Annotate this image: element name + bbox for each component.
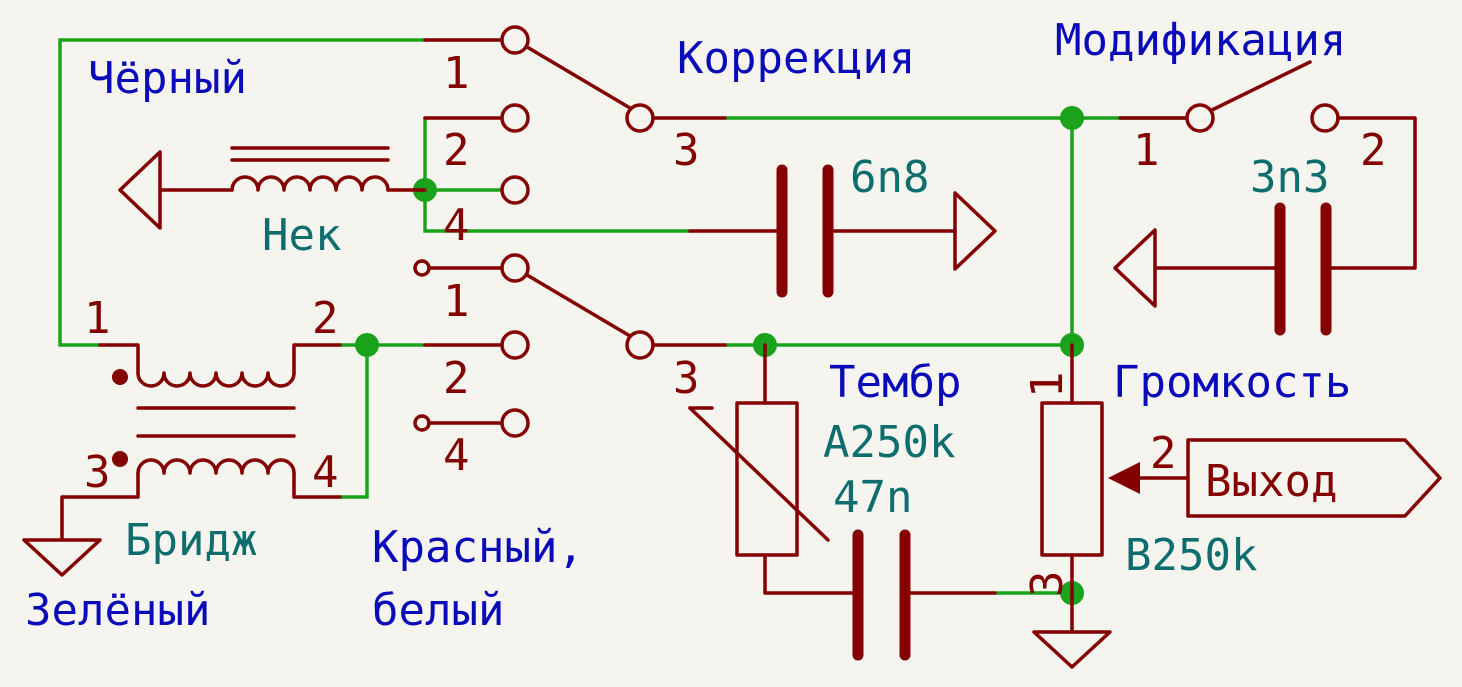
junction-top-right — [1060, 106, 1084, 130]
pin-mod-1: 1 — [1133, 125, 1160, 176]
volume-pot — [1032, 343, 1190, 669]
note-correction: Коррекция — [677, 33, 915, 84]
ground-triangle-6n8 — [953, 191, 997, 271]
note-tone: Тембр — [829, 357, 961, 408]
junction-bridge — [355, 333, 379, 357]
output-label-box — [1186, 438, 1442, 518]
capacitor-47n — [852, 529, 997, 661]
pin-bridge-2: 2 — [312, 293, 339, 344]
value-3n3: 3n3 — [1250, 152, 1329, 203]
pin-sw2-2: 2 — [443, 353, 470, 404]
wire-node-to-cap — [423, 188, 692, 233]
pin-sw2-4: 4 — [443, 430, 470, 481]
capacitor-3n3 — [1113, 202, 1357, 336]
value-vol-pot: B250k — [1125, 530, 1257, 581]
pin-mod-2: 2 — [1360, 125, 1387, 176]
note-red-white-1: Красный, — [372, 522, 584, 573]
tone-pot — [688, 343, 860, 595]
notes: Чёрный Зелёный Красный, белый Коррекция … — [25, 15, 1351, 636]
ground-triangle-neck — [118, 150, 162, 230]
pin-bridge-1: 1 — [84, 293, 111, 344]
ground-triangle-bridge — [22, 538, 102, 577]
ground-triangle-3n3 — [1113, 228, 1157, 308]
note-volume: Громкость — [1113, 357, 1351, 408]
value-6n8: 6n8 — [850, 152, 929, 203]
correction-switch-lower — [413, 253, 727, 438]
value-47n: 47n — [833, 472, 912, 523]
pin-sw2-3: 3 — [673, 353, 700, 404]
pin-bridge-3: 3 — [84, 447, 111, 498]
modification-switch — [1118, 60, 1417, 270]
pin-sw1-1: 1 — [443, 48, 470, 99]
pin-vol-3: 3 — [1022, 571, 1073, 598]
pin-sw1-3: 3 — [673, 125, 700, 176]
note-black: Чёрный — [88, 53, 247, 104]
note-modification: Модификация — [1055, 15, 1346, 66]
ground-triangle-volume — [1032, 630, 1112, 669]
phase-dot-1 — [112, 369, 128, 385]
neck-pickup-coil — [118, 146, 427, 230]
value-bridge: Бридж — [125, 515, 257, 566]
pin-bridge-4: 4 — [312, 447, 339, 498]
pin-vol-1: 1 — [1022, 372, 1073, 399]
correction-switch-upper — [423, 25, 727, 205]
capacitor-6n8 — [688, 164, 997, 298]
output-label: Выход — [1205, 456, 1337, 507]
wiper-arrow — [1108, 462, 1140, 494]
pin-vol-2: 2 — [1150, 428, 1177, 479]
bridge-pickup-coils — [22, 343, 342, 577]
value-tone-pot: A250k — [823, 417, 955, 468]
component-values: Нек Бридж 6n8 3n3 A250k 47n B250k — [125, 152, 1329, 581]
note-red-white-2: белый — [372, 585, 504, 636]
wire-black — [58, 38, 427, 347]
wires — [58, 38, 1187, 595]
note-green: Зелёный — [25, 585, 210, 636]
pin-sw1-4: 4 — [443, 200, 470, 251]
pin-sw1-2: 2 — [443, 125, 470, 176]
pin-numbers: 1 2 3 4 1 2 3 4 1 2 1 2 3 4 2 1 3 — [84, 48, 1387, 597]
wire-bridge-pin4 — [338, 343, 369, 499]
value-neck: Нек — [262, 210, 341, 261]
phase-dot-2 — [112, 451, 128, 467]
pin-sw2-1: 1 — [443, 276, 470, 327]
